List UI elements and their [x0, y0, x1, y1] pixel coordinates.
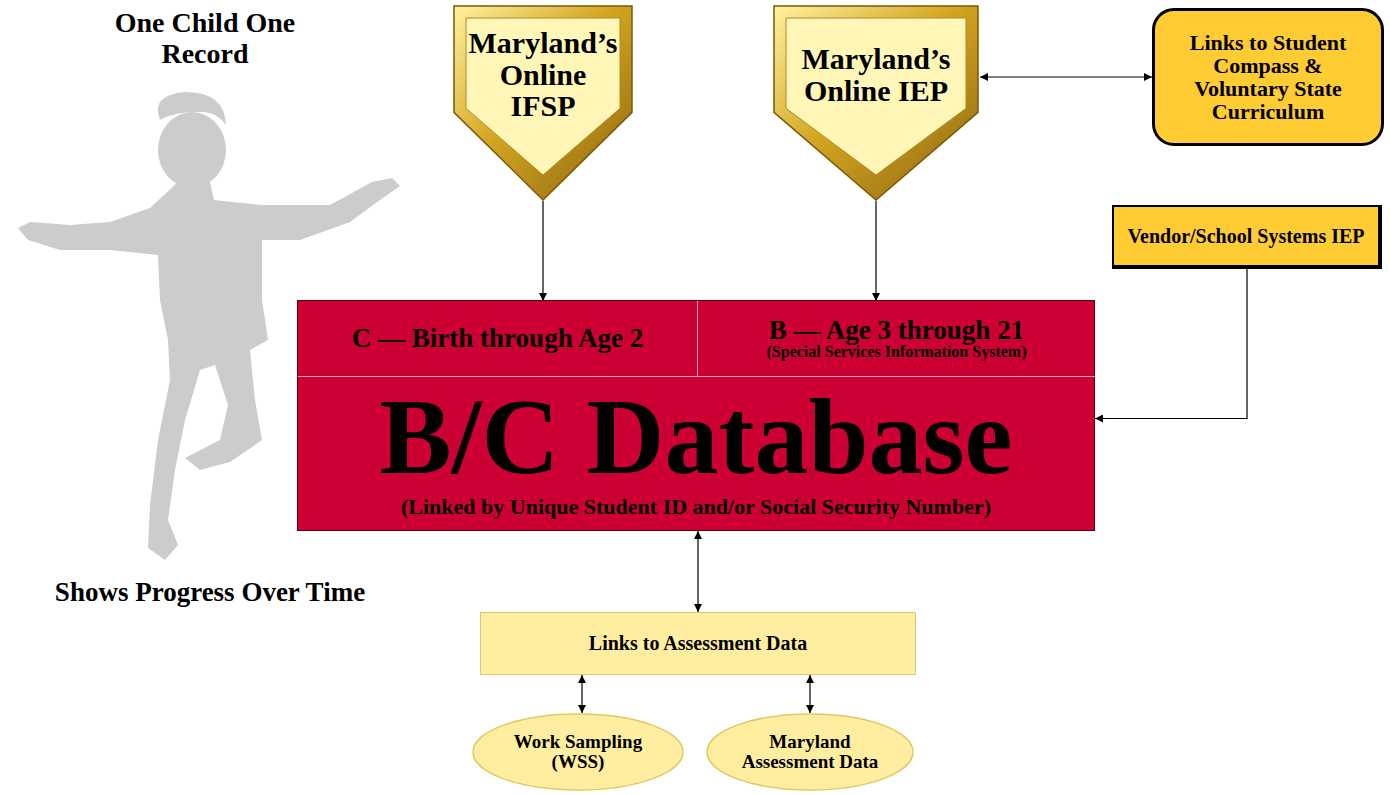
connector-arrow — [542, 201, 543, 301]
caption-label: Shows Progress Over Time — [14, 578, 406, 608]
part-b-cell: B — Age 3 through 21(Special Services In… — [698, 301, 1095, 377]
node-title: Maryland’s Online IFSP — [466, 27, 620, 122]
node-title: Vendor/School Systems IEP — [1127, 226, 1364, 247]
part-c-cell: C — Birth through Age 2 — [298, 301, 698, 377]
node-title: Maryland’s Online IEP — [790, 43, 962, 106]
connector-arrow — [581, 675, 582, 713]
node-subtext: (Special Services Information System) — [767, 344, 1027, 361]
connector-arrow — [697, 531, 698, 612]
node-title: Links to Assessment Data — [589, 633, 807, 654]
connector-arrow — [980, 76, 1152, 77]
assessment-links-box: Links to Assessment Data — [480, 612, 916, 675]
online-ifsp-shield: Maryland’s Online IFSP — [452, 4, 634, 201]
title-label: One Child One Record — [95, 8, 315, 70]
node-title: Links to Student Compass & Voluntary Sta… — [1165, 31, 1371, 123]
connector-arrow — [875, 201, 876, 301]
node-title: B — Age 3 through 21 — [769, 316, 1024, 344]
database-box: B/C Database (Linked by Unique Student ID… — [297, 300, 1095, 531]
work-sampling-ellipse: Work Sampling (WSS) — [472, 713, 684, 791]
connector-arrow — [809, 675, 810, 713]
node-title: Maryland Assessment Data — [728, 732, 892, 772]
assessment-data-ellipse: Maryland Assessment Data — [706, 713, 914, 791]
links-box: Links to Student Compass & Voluntary Sta… — [1152, 8, 1384, 146]
online-iep-shield: Maryland’s Online IEP — [772, 4, 980, 201]
node-title: C — Birth through Age 2 — [352, 324, 643, 352]
node-subtext: (Linked by Unique Student ID and/or Soci… — [401, 495, 991, 518]
connector-arrow — [1095, 269, 1247, 419]
node-title: B/C Database — [379, 383, 1012, 491]
vendor-box: Vendor/School Systems IEP — [1112, 205, 1382, 269]
node-title: Work Sampling (WSS) — [494, 732, 662, 772]
